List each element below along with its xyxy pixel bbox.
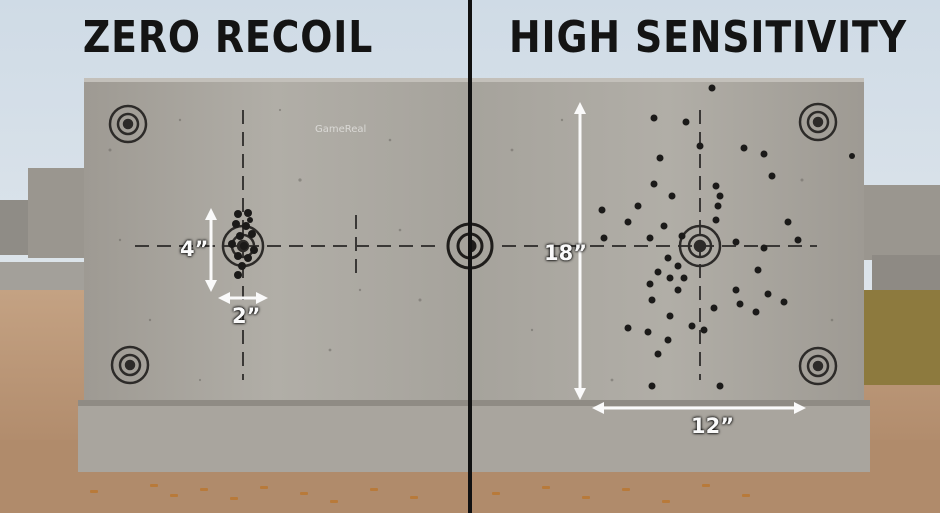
target-icon bbox=[110, 345, 150, 385]
right-scene bbox=[472, 0, 940, 513]
left-scene bbox=[0, 0, 468, 513]
target-icon bbox=[108, 104, 148, 144]
target-icon bbox=[678, 224, 722, 268]
bullet-hole-scatter bbox=[598, 84, 855, 390]
high-sensitivity-title: HIGH SENSITIVITY bbox=[509, 12, 907, 63]
concrete-wall bbox=[84, 78, 468, 403]
shell-casing-icon bbox=[492, 484, 750, 503]
watermark: GameReal bbox=[315, 124, 367, 135]
spread-width-label: 12” bbox=[691, 414, 735, 438]
high-sensitivity-panel: HIGH SENSITIVITY 18” 12” bbox=[472, 0, 940, 513]
measurement-arrows bbox=[205, 208, 268, 304]
bullet-hole-cluster bbox=[228, 209, 258, 279]
group-height-label: 4” bbox=[180, 237, 209, 261]
zero-recoil-panel: ZERO RECOIL 4” 2” GameReal bbox=[0, 0, 468, 513]
group-width-label: 2” bbox=[232, 304, 261, 328]
measurement-arrows bbox=[574, 102, 806, 414]
target-icon bbox=[798, 102, 838, 142]
panel-divider bbox=[468, 0, 472, 513]
target-icon bbox=[446, 222, 468, 270]
shell-casing-icon bbox=[90, 484, 418, 503]
spread-height-label: 18” bbox=[544, 241, 588, 265]
zero-recoil-title: ZERO RECOIL bbox=[82, 12, 374, 63]
target-icon bbox=[472, 222, 494, 270]
target-icon bbox=[798, 346, 838, 386]
